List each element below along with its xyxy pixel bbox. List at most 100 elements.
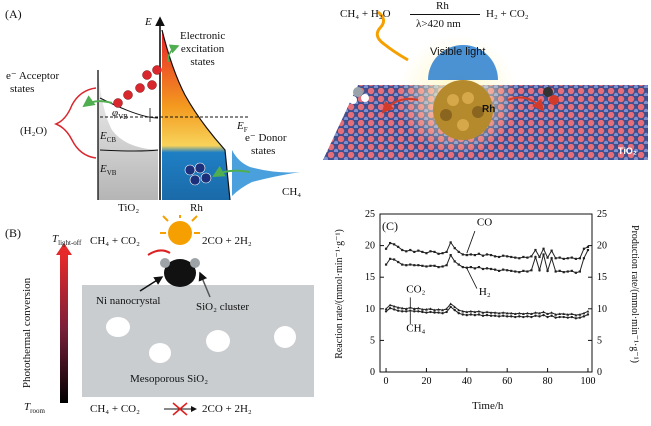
y-tick-label-right: 25 (597, 209, 607, 220)
reaction-right: H₂ + CO₂ (486, 8, 529, 20)
data-point (461, 253, 464, 256)
data-point (574, 313, 578, 317)
data-point (493, 311, 497, 314)
panel-b-diagram (56, 212, 314, 416)
data-point (465, 310, 469, 314)
data-point (409, 248, 412, 252)
evb-line (99, 149, 159, 152)
data-point (441, 265, 444, 268)
data-point (477, 313, 481, 316)
pore (106, 317, 130, 337)
data-point (558, 315, 561, 319)
reaction-left: CH₄ + H₂O (340, 8, 391, 20)
plot-frame (379, 213, 593, 373)
data-point (497, 315, 501, 318)
data-point (477, 309, 481, 313)
data-point (534, 314, 537, 317)
data-point (493, 255, 497, 258)
excitation-states-label: Electronic excitation states (180, 30, 225, 69)
data-point (554, 257, 557, 260)
data-point (518, 257, 521, 260)
data-point (461, 313, 464, 316)
x-tick-label: 100 (580, 376, 595, 387)
data-point (413, 250, 416, 254)
data-point (421, 264, 424, 267)
data-point (469, 253, 472, 256)
acceptor-states-label: e⁻ Acceptor states (6, 70, 59, 96)
y-tick-label-right: 5 (597, 335, 602, 346)
data-point (501, 311, 505, 314)
data-point (384, 263, 388, 266)
panel-b: (B) Tlight-off Troom Photothermal conver… (0, 212, 320, 421)
data-point (582, 311, 586, 315)
data-point (522, 255, 525, 259)
donor-states-label: e⁻ Donor states (245, 132, 287, 158)
ni-nanocrystal (164, 259, 196, 287)
data-point (485, 313, 489, 317)
ecb-sub: CB (106, 136, 117, 145)
data-point (481, 314, 485, 317)
pore (274, 326, 296, 348)
data-point (400, 306, 404, 310)
data-point (433, 264, 436, 267)
data-point (433, 311, 436, 314)
data-point (546, 312, 549, 316)
pore (149, 343, 171, 363)
acceptor-line-1: e⁻ Acceptor (6, 70, 60, 82)
data-point (392, 308, 396, 311)
x-axis-label: Time/h (472, 400, 504, 412)
data-point (534, 311, 537, 314)
data-point (429, 310, 432, 314)
data-point (498, 255, 501, 259)
reaction-top-right: 2CO + 2H₂ (202, 235, 252, 247)
data-point (554, 316, 557, 319)
data-point (554, 313, 558, 316)
data-point (449, 241, 452, 244)
data-point (473, 253, 476, 257)
data-point (562, 271, 565, 274)
data-point (550, 311, 554, 314)
cross-icon (172, 402, 188, 416)
data-point (457, 312, 460, 315)
data-point (388, 241, 392, 245)
data-point (538, 255, 541, 259)
data-point (534, 255, 537, 259)
data-point (506, 269, 509, 272)
data-point (393, 243, 396, 246)
data-point (562, 257, 565, 260)
t-room-symbol: T (24, 401, 31, 413)
data-point (550, 314, 553, 317)
x-tick-label: 0 (384, 376, 389, 387)
data-point (408, 306, 412, 309)
phi-vb-symbol: φ (112, 107, 119, 119)
x-tick-label: 40 (462, 376, 472, 387)
y-tick-label-left: 5 (370, 335, 375, 346)
data-point (388, 306, 392, 310)
data-point (384, 247, 388, 250)
donor-states-curve (232, 150, 300, 196)
thermo-bar (60, 255, 68, 403)
data-point (554, 270, 557, 273)
donor-line-2: states (251, 145, 276, 157)
x-tick-label: 80 (543, 376, 553, 387)
data-point (558, 269, 561, 272)
data-point (574, 271, 577, 274)
data-point (445, 310, 448, 314)
hole-cluster (184, 162, 212, 186)
data-point (582, 257, 586, 260)
data-point (405, 310, 408, 313)
data-point (457, 250, 460, 254)
data-point (489, 267, 493, 271)
photothermal-label: Photothermal conversion (21, 277, 33, 389)
right-molecule (543, 87, 559, 105)
data-point (477, 265, 481, 269)
data-point (405, 264, 408, 267)
data-point (518, 271, 521, 274)
data-point (437, 308, 440, 311)
ni-nanocrystal-label: Ni nanocrystal (96, 295, 161, 307)
series-annotation: CH₄ (406, 323, 425, 335)
data-point (505, 311, 509, 315)
data-point (570, 312, 574, 316)
data-point (517, 311, 521, 315)
